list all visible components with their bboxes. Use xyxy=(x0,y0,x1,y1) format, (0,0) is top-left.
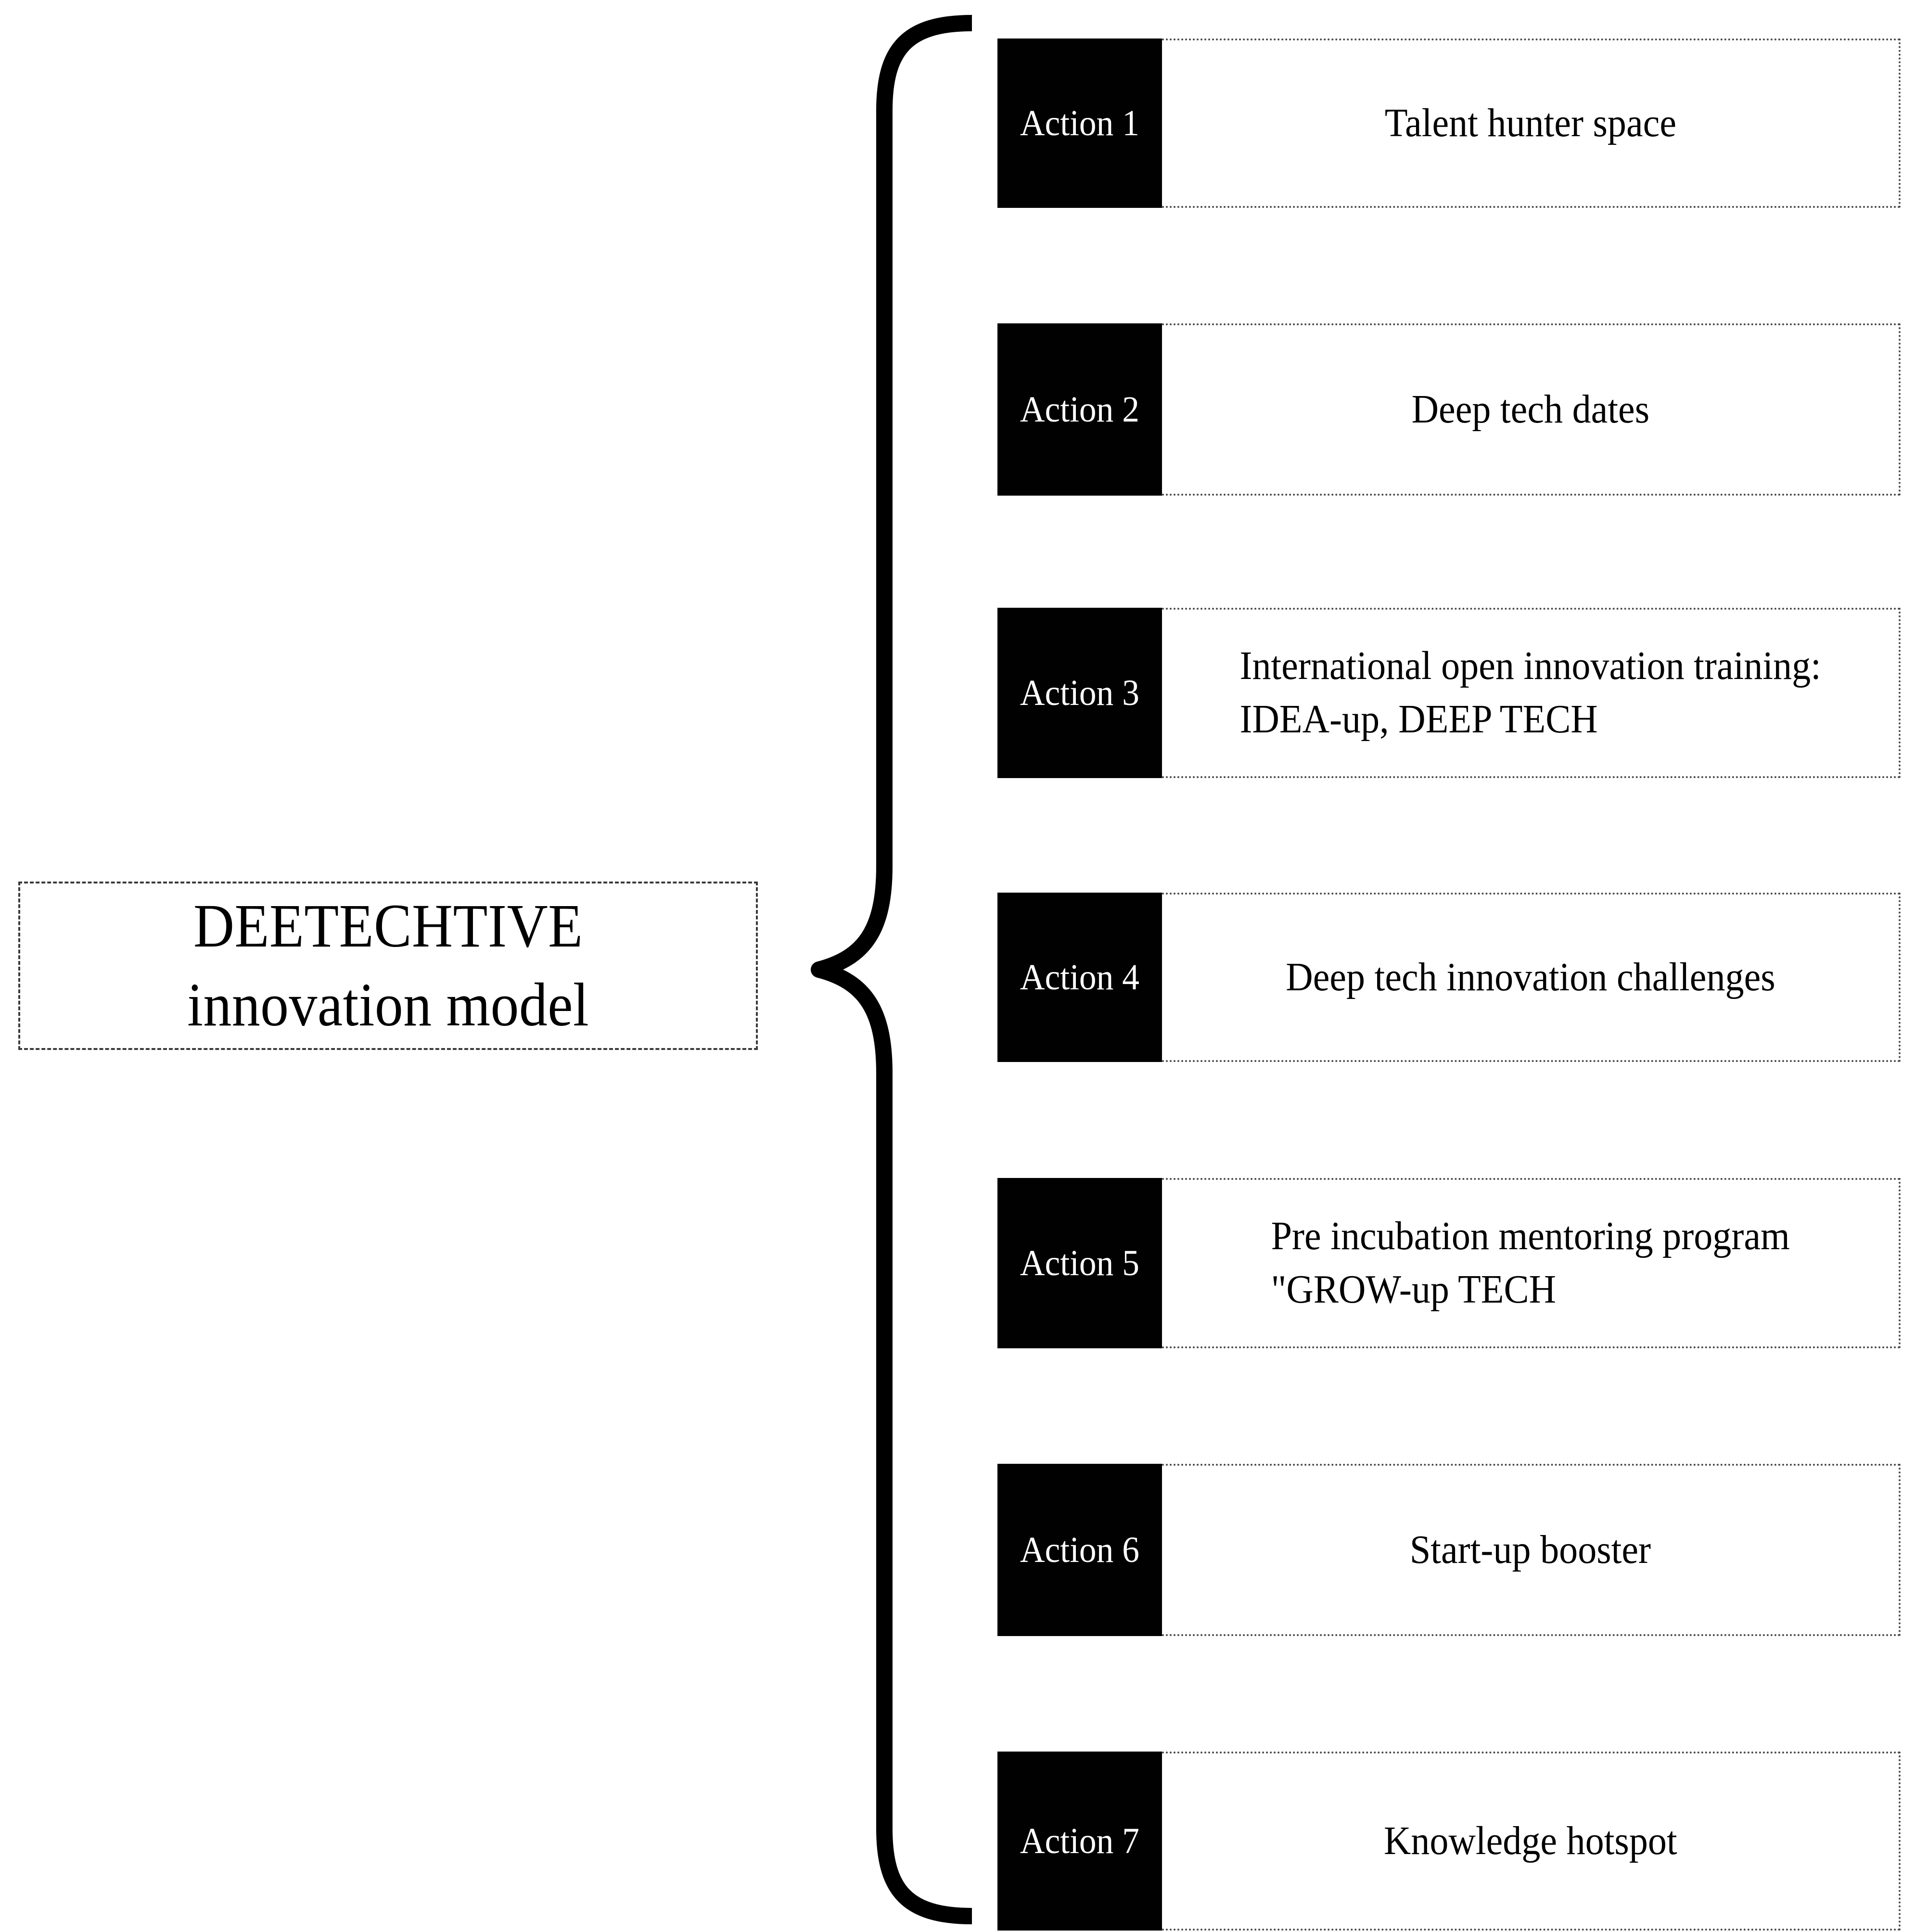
action-badge: Action 7 xyxy=(997,1752,1162,1931)
left-curly-brace-icon xyxy=(808,14,986,1925)
action-badge-label: Action 1 xyxy=(1020,103,1140,143)
action-body-label: International open innovation training: … xyxy=(1239,643,1821,742)
action-badge-label: Action 6 xyxy=(1020,1530,1140,1570)
action-badge-label: Action 7 xyxy=(1020,1821,1140,1861)
action-body: Deep tech innovation challenges xyxy=(1162,893,1901,1062)
action-badge-label: Action 4 xyxy=(1020,957,1140,998)
action-body-label: Knowledge hotspot xyxy=(1383,1818,1677,1863)
model-box: DEETECHTIVE innovation model xyxy=(18,882,758,1050)
action-badge: Action 3 xyxy=(997,608,1162,778)
action-body-label: Pre incubation mentoring program "GROW-u… xyxy=(1271,1214,1790,1312)
action-body: Deep tech dates xyxy=(1162,323,1901,496)
action-row: Action 2 Deep tech dates xyxy=(997,323,1901,496)
action-badge: Action 2 xyxy=(997,323,1162,496)
action-badge-label: Action 3 xyxy=(1020,673,1140,713)
action-body-label: Deep tech innovation challenges xyxy=(1285,954,1775,999)
action-row: Action 7 Knowledge hotspot xyxy=(997,1752,1901,1931)
action-row: Action 1 Talent hunter space xyxy=(997,38,1901,208)
action-body-label: Talent hunter space xyxy=(1384,100,1676,145)
action-row: Action 5 Pre incubation mentoring progra… xyxy=(997,1178,1901,1348)
action-body: Pre incubation mentoring program "GROW-u… xyxy=(1162,1178,1901,1348)
action-body-label: Deep tech dates xyxy=(1411,386,1649,432)
action-body-label: Start-up booster xyxy=(1409,1527,1651,1572)
action-body: Start-up booster xyxy=(1162,1464,1901,1636)
action-row: Action 3 International open innovation t… xyxy=(997,608,1901,778)
model-label: DEETECHTIVE innovation model xyxy=(187,892,589,1039)
action-row: Action 6 Start-up booster xyxy=(997,1464,1901,1636)
action-body: International open innovation training: … xyxy=(1162,608,1901,778)
action-row: Action 4 Deep tech innovation challenges xyxy=(997,893,1901,1062)
action-badge: Action 5 xyxy=(997,1178,1162,1348)
action-badge-label: Action 5 xyxy=(1020,1243,1140,1283)
action-badge: Action 4 xyxy=(997,893,1162,1062)
action-body: Talent hunter space xyxy=(1162,38,1901,208)
action-badge: Action 1 xyxy=(997,38,1162,208)
action-body: Knowledge hotspot xyxy=(1162,1752,1901,1931)
action-badge-label: Action 2 xyxy=(1020,389,1140,430)
action-badge: Action 6 xyxy=(997,1464,1162,1636)
